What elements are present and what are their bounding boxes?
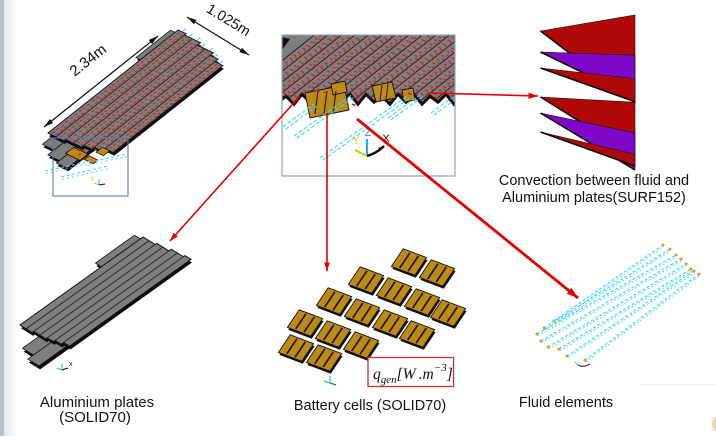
svg-text:Battery cells (SOLID70): Battery cells (SOLID70) xyxy=(294,398,446,414)
svg-text:Aluminium plates: Aluminium plates xyxy=(40,394,154,411)
svg-text:Fluid elements: Fluid elements xyxy=(519,395,613,411)
svg-text:Convection between fluid and: Convection between fluid and xyxy=(499,173,689,189)
svg-text:(SOLID70): (SOLID70) xyxy=(59,409,131,426)
svg-text:X: X xyxy=(382,133,390,145)
svg-text:Z: Z xyxy=(365,127,372,139)
svg-text:Aluminium plates(SURF152): Aluminium plates(SURF152) xyxy=(502,190,686,206)
svg-text:x: x xyxy=(69,361,73,368)
svg-text:Y: Y xyxy=(90,176,95,183)
svg-text:Y: Y xyxy=(352,135,360,147)
